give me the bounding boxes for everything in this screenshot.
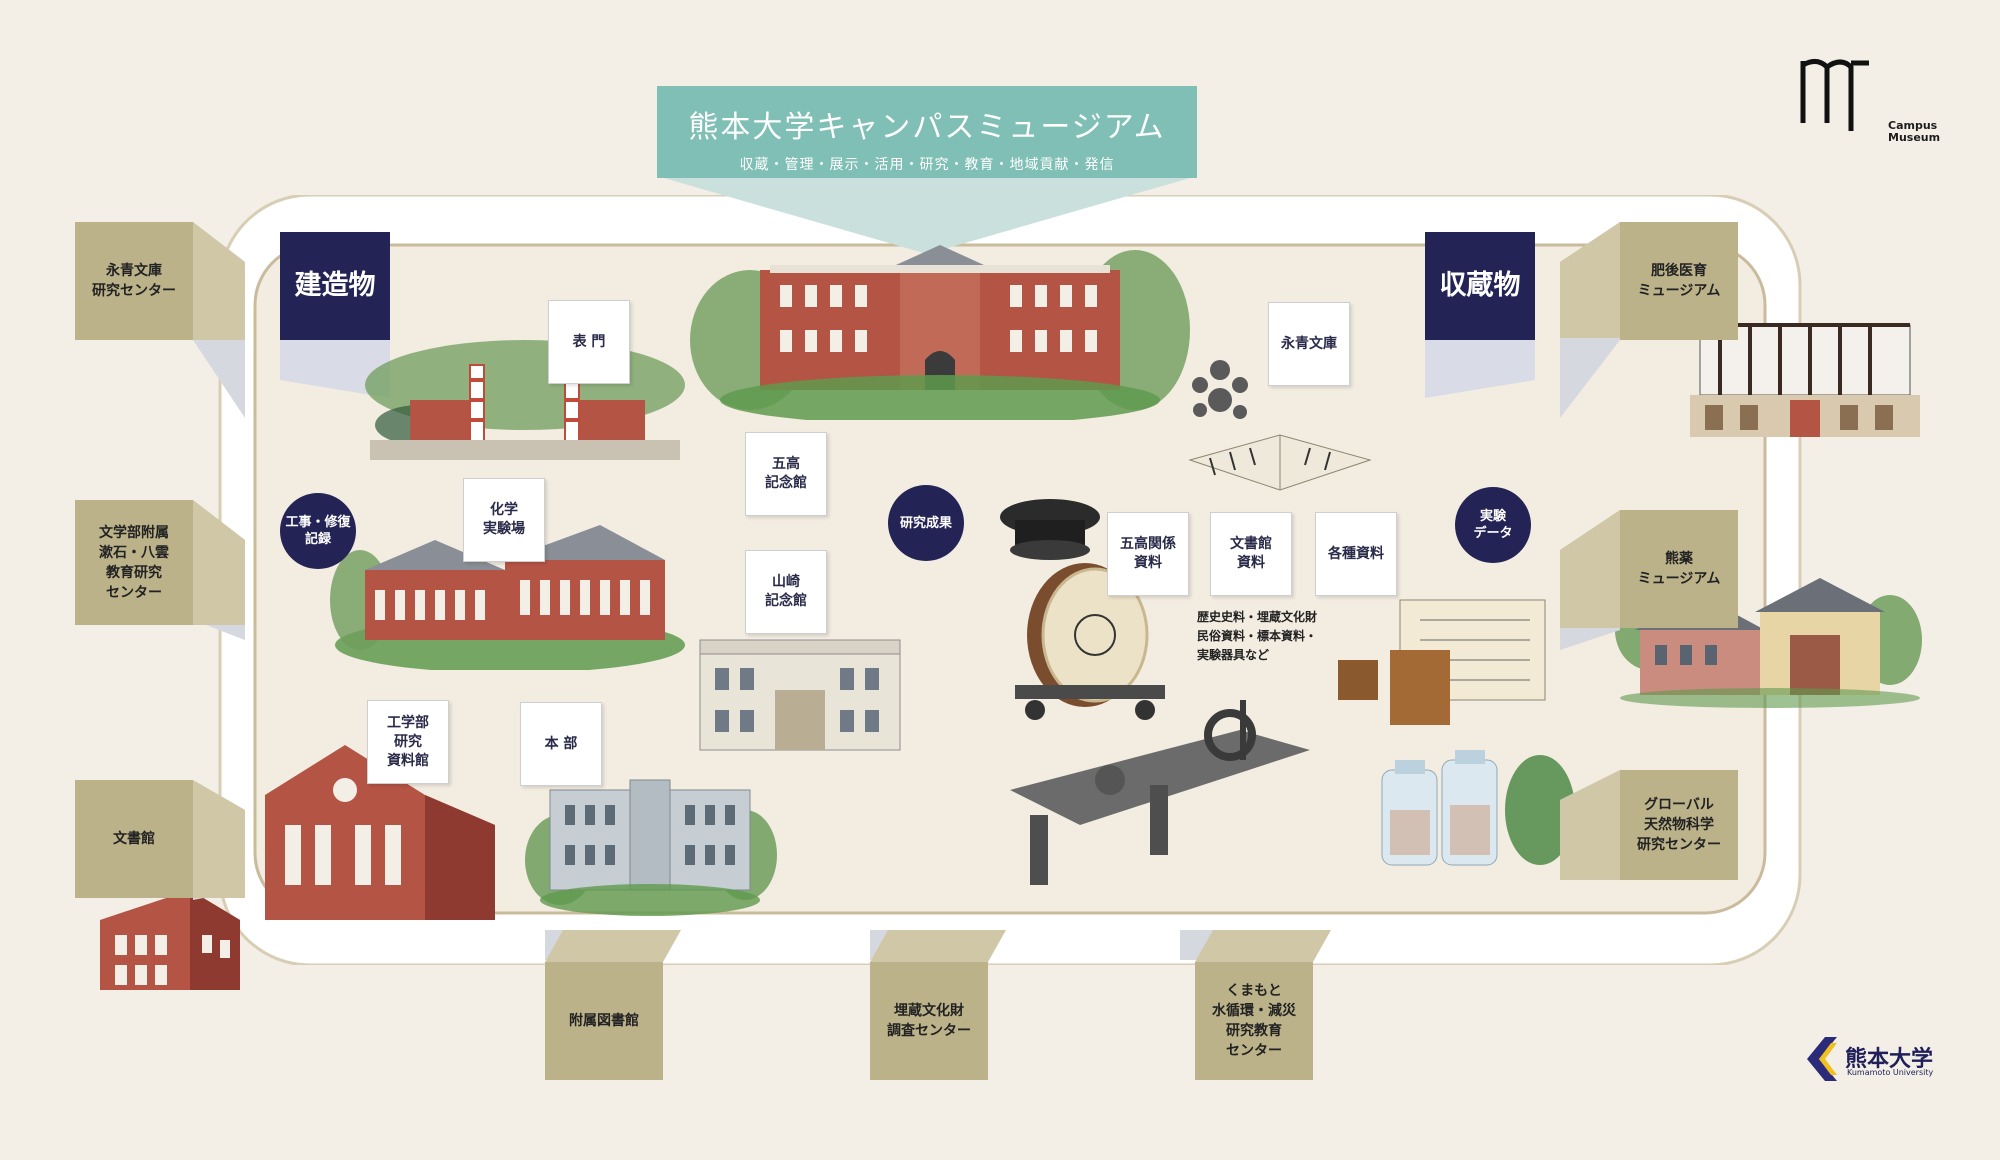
- label-engineering-archive: 工学部 研究 資料館: [367, 700, 449, 784]
- goko-materials-illustration: [1000, 499, 1165, 720]
- label-yamasaki-memorial-hall: 山崎 記念館: [745, 550, 827, 634]
- center-university-library: 附属図書館: [545, 962, 663, 1080]
- lathe-machine-illustration: [1010, 700, 1310, 885]
- collection-note: 歴史史料・埋蔵文化財 民俗資料・標本資料・ 実験器具など: [1197, 610, 1318, 662]
- label-archives-materials: 文書館 資料: [1210, 512, 1292, 596]
- chevron-icon: [1807, 1037, 1837, 1081]
- label-chemistry-lab: 化学 実験場: [463, 478, 545, 562]
- center-soseki-yakumo: 文学部附属 漱石・八雲 教育研究 センター: [75, 500, 193, 625]
- center-archives: 文書館: [75, 780, 193, 898]
- pharmacy-museum-illustration: [1615, 578, 1922, 708]
- label-eisei-bunko: 永青文庫: [1268, 302, 1350, 386]
- bottom-connector-tops: [545, 930, 1331, 962]
- label-main-gate: 表 門: [548, 300, 630, 384]
- label-goko-materials: 五高関係 資料: [1107, 512, 1189, 596]
- university-name-en: Kumamoto University: [1847, 1068, 1934, 1077]
- engineering-archive-illustration: [265, 745, 495, 920]
- label-headquarters: 本 部: [520, 702, 602, 786]
- university-name: 熊本大学: [1845, 1047, 1934, 1072]
- collections-header-shadow: [1425, 340, 1535, 398]
- banner-pointer: [657, 176, 1197, 254]
- label-various-materials: 各種資料: [1315, 512, 1397, 596]
- center-cultural-property-research: 埋蔵文化財 調査センター: [870, 962, 988, 1080]
- ancient-books-illustration: [1188, 360, 1372, 491]
- center-higo-medical-museum: 肥後医育 ミュージアム: [1620, 222, 1738, 340]
- goko-memorial-hall-illustration: [690, 245, 1190, 420]
- headquarters-illustration: [525, 779, 777, 916]
- title-banner: 熊本大学キャンパスミュージアム 収蔵・管理・展示・活用・研究・教育・地域貢献・発…: [657, 86, 1197, 178]
- experiment-data-circle: 実験 データ: [1455, 487, 1531, 563]
- research-results-circle: 研究成果: [888, 485, 964, 561]
- chart-poster-illustration: [1338, 599, 1546, 725]
- collections-category-header: 収蔵物: [1425, 232, 1535, 340]
- campus-museum-logo-text: Campus Museum: [1888, 119, 1941, 144]
- restoration-records-circle: 工事・修復 記録: [280, 493, 356, 569]
- page-title: 熊本大学キャンパスミュージアム: [688, 110, 1166, 145]
- archives-building-illustration: [100, 890, 240, 990]
- campus-museum-logo-icon: [1800, 59, 1869, 131]
- specimen-jars-illustration: [1381, 750, 1575, 866]
- center-water-disaster-research: くまもと 水循環・減災 研究教育 センター: [1195, 962, 1313, 1080]
- center-natural-products-research: グローバル 天然物科学 研究センター: [1620, 770, 1738, 880]
- center-pharmacy-museum: 熊薬 ミュージアム: [1620, 510, 1738, 628]
- page-subtitle: 収蔵・管理・展示・活用・研究・教育・地域貢献・発信: [739, 157, 1115, 173]
- label-goko-memorial-hall: 五高 記念館: [745, 432, 827, 516]
- buildings-header-shadow: [280, 340, 390, 398]
- center-eisei-bunko-research: 永青文庫 研究センター: [75, 222, 193, 340]
- chemistry-lab-illustration: [330, 525, 685, 670]
- buildings-category-header: 建造物: [280, 232, 390, 340]
- yamasaki-memorial-hall-illustration: [699, 639, 901, 751]
